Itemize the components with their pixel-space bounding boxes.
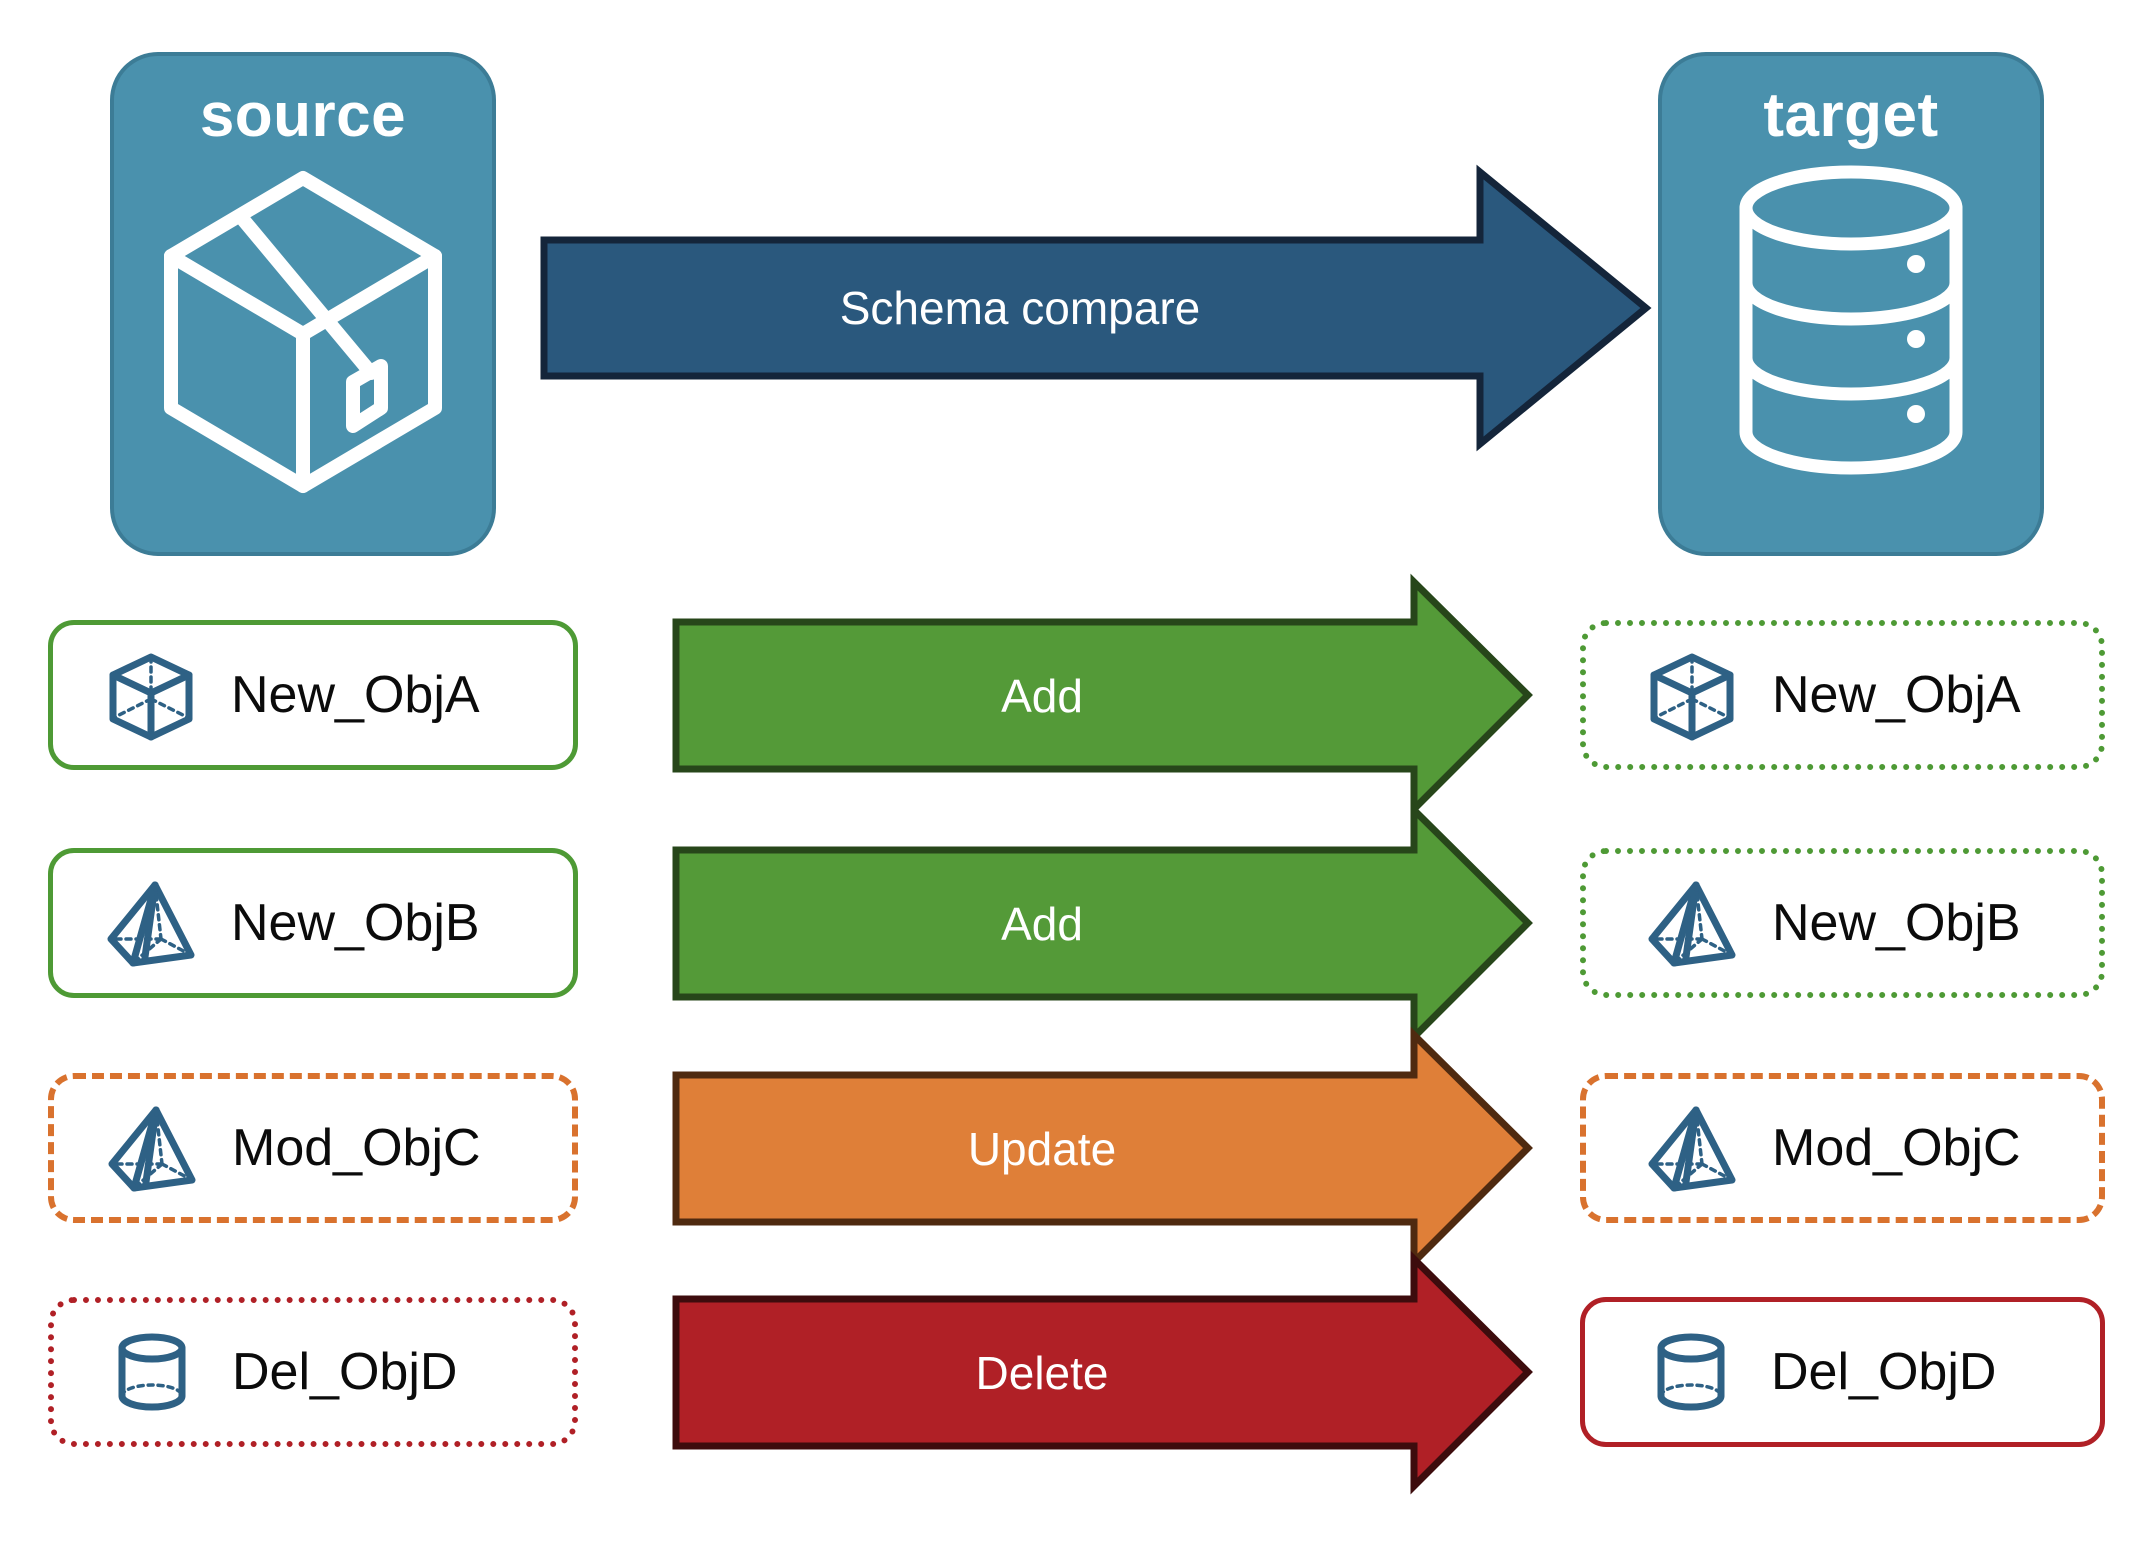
source-object-label: Mod_ObjC <box>232 1119 481 1177</box>
source-object-box[interactable]: Mod_ObjC <box>48 1073 578 1223</box>
wireframe-pyramid-icon <box>105 877 197 969</box>
target-object-box[interactable]: Mod_ObjC <box>1580 1073 2105 1223</box>
source-object-label: New_ObjA <box>231 666 480 724</box>
target-object-label: Mod_ObjC <box>1772 1119 2021 1177</box>
wireframe-cylinder-icon <box>1645 1326 1737 1418</box>
source-object-label: New_ObjB <box>231 894 480 952</box>
target-title: target <box>1763 81 1939 150</box>
action-arrow-delete[interactable]: Delete <box>672 1250 1533 1495</box>
wireframe-cube-icon <box>105 649 197 741</box>
source-endpoint-card[interactable]: source <box>110 52 496 556</box>
schema-compare-arrow[interactable]: Schema compare <box>540 164 1652 452</box>
action-arrow-update[interactable]: Update <box>672 1026 1533 1271</box>
target-object-label: New_ObjA <box>1772 666 2021 724</box>
wireframe-pyramid-icon <box>1646 877 1738 969</box>
wireframe-pyramid-icon <box>1646 1102 1738 1194</box>
wireframe-cube-icon <box>1646 649 1738 741</box>
source-title: source <box>199 81 407 150</box>
source-object-label: Del_ObjD <box>232 1343 458 1401</box>
target-object-label: New_ObjB <box>1772 894 2021 952</box>
target-object-box[interactable]: Del_ObjD <box>1580 1297 2105 1447</box>
action-arrow-add[interactable]: Add <box>672 573 1533 818</box>
wireframe-pyramid-icon <box>106 1102 198 1194</box>
action-arrow-add[interactable]: Add <box>672 801 1533 1046</box>
target-object-box[interactable]: New_ObjA <box>1580 620 2105 770</box>
wireframe-cylinder-icon <box>106 1326 198 1418</box>
source-object-box[interactable]: New_ObjA <box>48 620 578 770</box>
package-box-icon <box>153 160 453 494</box>
source-object-box[interactable]: New_ObjB <box>48 848 578 998</box>
source-object-box[interactable]: Del_ObjD <box>48 1297 578 1447</box>
target-endpoint-card[interactable]: target <box>1658 52 2044 556</box>
target-object-label: Del_ObjD <box>1771 1343 1997 1401</box>
database-cylinder-icon <box>1726 160 1976 490</box>
target-object-box[interactable]: New_ObjB <box>1580 848 2105 998</box>
